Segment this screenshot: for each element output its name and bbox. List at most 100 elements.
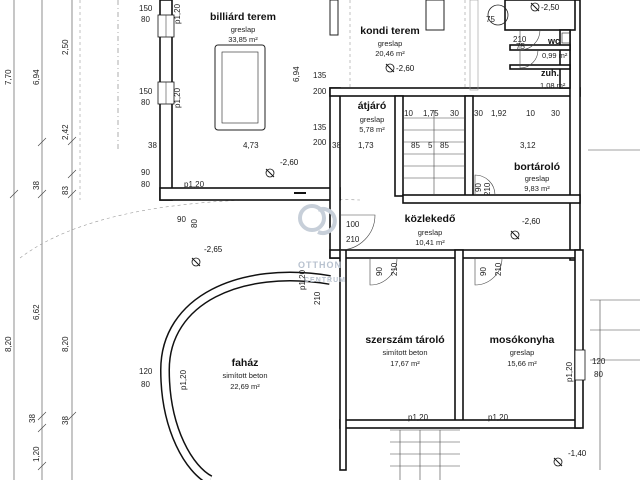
dim-label: 210 [346,235,360,244]
dim-label: 30 [450,109,459,118]
room-material: greslap [510,348,535,357]
dim-label: 1,92 [491,109,507,118]
room-material: simított beton [382,348,427,357]
dim-label: 90 [474,183,483,192]
dim-label: p1,20 [408,413,429,422]
dim-label: 1,20 [32,446,41,462]
room-name: szerszám tároló [365,334,444,346]
room-name: faház [232,357,259,369]
room-name: zuh. [541,68,559,78]
room-material: greslap [418,228,443,237]
dim-label: 200 [313,87,327,96]
dim-label: 8,20 [4,336,13,352]
room-name: billiárd terem [210,11,276,23]
room-gym: kondi terem greslap 20,46 m² -2,60 [360,25,420,73]
dim-label: 6,94 [292,66,301,82]
room-name: wc [547,36,560,46]
room-area: 10,41 m² [415,238,445,247]
dim-label: 210 [494,262,503,276]
dim-label: 150 [139,4,153,13]
dim-label: 4,73 [243,141,259,150]
dim-label: p1,20 [179,369,188,390]
level-main: -2,60 [280,158,299,167]
stairs [390,110,465,480]
dim-label: 210 [313,291,322,305]
walls [159,0,584,471]
room-name: mosókonyha [490,334,555,346]
room-name: kondi terem [360,25,420,37]
dim-label: 135 [313,123,327,132]
dim-label: p1,20 [184,180,205,189]
dim-label: 75 [516,42,525,51]
dim-label: 120 [139,367,153,376]
dim-label: p1,20 [565,361,574,382]
dim-label: 80 [594,370,603,379]
dim-label: 6,94 [32,69,41,85]
dim-label: 80 [141,380,150,389]
watermark-logo [298,204,337,235]
dim-label: 200 [313,138,327,147]
dim-label: 1,75 [423,109,439,118]
room-area: 0,99 m² [542,51,568,60]
dim-label: 38 [148,141,157,150]
room-wc: wc 0,99 m² [542,36,568,60]
room-material: greslap [231,25,256,34]
dim-label: 75 [486,15,495,24]
room-laundry: mosókonyha greslap 15,66 m² [490,334,555,368]
dim-label: p1,20 [298,269,307,290]
room-tools: szerszám tároló simított beton 17,67 m² [365,334,444,368]
dim-label: p1,20 [173,3,182,24]
dim-label: 80 [141,15,150,24]
dim-label: 5 [428,141,433,150]
room-name: közlekedő [405,213,456,225]
room-area: 9,83 m² [524,184,550,193]
vertical-dimension-labels: 7,70 6,94 2,50 2,42 38 83 6,62 8,20 8,20… [4,3,574,462]
watermark-line2: CENTRUM [304,277,346,284]
shed-walls [159,271,331,480]
dim-label: 100 [346,220,360,229]
room-material: greslap [525,174,550,183]
dim-label: 7,70 [4,69,13,85]
dim-label: 3,12 [520,141,536,150]
dim-label: 90 [177,215,186,224]
room-material: simított beton [222,371,267,380]
room-passage: átjáró greslap 5,78 m² [358,100,387,134]
level-bottom-right: -1,40 [568,449,587,458]
room-area: 17,67 m² [390,359,420,368]
dim-label: 2,50 [61,39,70,55]
dim-label: 135 [313,71,327,80]
dim-label: 1,73 [358,141,374,150]
dim-label: 6,62 [32,304,41,320]
dim-label: 30 [474,109,483,118]
room-corridor: közlekedő greslap 10,41 m² -2,60 [405,213,541,247]
dim-label: 120 [592,357,606,366]
room-area: 33,85 m² [228,35,258,44]
dim-label: 85 [411,141,420,150]
room-level: -2,60 [522,217,541,226]
dim-label: p1,20 [173,87,182,108]
dim-label: 38 [332,141,341,150]
dim-label: 85 [440,141,449,150]
room-area: 1,08 m² [540,81,566,90]
dim-label: 150 [139,87,153,96]
dim-label: 210 [390,262,399,276]
room-name: bortároló [514,161,560,173]
level-top-right: -2,50 [541,3,560,12]
dim-label: 80 [141,180,150,189]
dimension-labels: 150 80 150 80 90 80 38 38 4,73 135 200 1… [28,4,606,423]
dim-label: 210 [483,182,492,196]
dim-label: 30 [551,109,560,118]
room-area: 5,78 m² [359,125,385,134]
room-area: 20,46 m² [375,49,405,58]
dim-label: 83 [61,186,70,195]
room-material: greslap [360,115,385,124]
dim-label: 80 [190,219,199,228]
dim-label: 90 [141,168,150,177]
dim-label: 8,20 [61,336,70,352]
left-dimension-lines [9,0,77,480]
dim-label: 38 [61,416,70,425]
level-markers [191,2,563,467]
dim-label: 38 [28,414,37,423]
